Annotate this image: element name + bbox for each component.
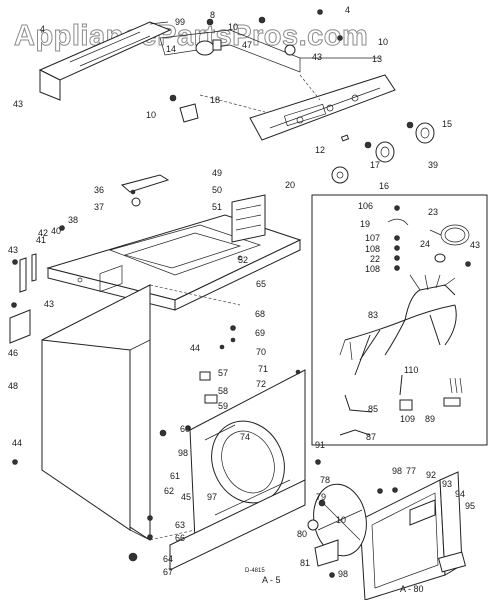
label-47: 47 <box>242 40 252 50</box>
label-57: 57 <box>218 368 228 378</box>
label-38: 38 <box>68 215 78 225</box>
wiring-inset <box>311 194 488 446</box>
label-12: 12 <box>315 145 325 155</box>
label-85: 85 <box>368 404 378 414</box>
label-91: 91 <box>315 440 325 450</box>
label-13: 13 <box>372 54 382 64</box>
label-60: 60 <box>180 424 190 434</box>
label-51: 51 <box>212 202 222 212</box>
watermark-text: AppliancePartsPros.com <box>14 20 368 52</box>
label-43a: 43 <box>13 99 23 109</box>
label-4b: 4 <box>40 24 45 34</box>
console-assembly <box>38 9 435 184</box>
drawing-code: D-4815 <box>245 568 265 574</box>
label-14: 14 <box>166 44 176 54</box>
lid-parts <box>120 174 266 243</box>
label-110: 110 <box>404 365 418 375</box>
label-43c: 43 <box>8 245 18 255</box>
label-94: 94 <box>455 489 465 499</box>
label-77: 77 <box>406 466 416 476</box>
part-labels: 4 4 99 8 10 47 14 43 43 10 13 10 18 15 1… <box>8 5 480 594</box>
label-92: 92 <box>426 470 436 480</box>
label-39: 39 <box>428 160 438 170</box>
label-83: 83 <box>368 310 378 320</box>
label-98a: 98 <box>178 448 188 458</box>
label-108a: 108 <box>365 244 380 254</box>
label-43e: 43 <box>470 240 480 250</box>
label-36: 36 <box>94 185 104 195</box>
label-10c: 10 <box>146 110 156 120</box>
label-66: 66 <box>175 533 185 543</box>
label-18: 18 <box>210 95 220 105</box>
label-80: 80 <box>297 529 307 539</box>
label-106: 106 <box>358 201 373 211</box>
inset-ref: A - 80 <box>400 584 424 594</box>
label-71: 71 <box>258 364 268 374</box>
label-70: 70 <box>256 347 266 357</box>
label-87: 87 <box>366 432 376 442</box>
label-46: 46 <box>8 348 18 358</box>
label-89: 89 <box>425 414 435 424</box>
label-79: 79 <box>316 492 326 502</box>
label-72: 72 <box>256 379 266 389</box>
label-24: 24 <box>420 239 430 249</box>
sheet-ref: A - 5 <box>262 575 281 585</box>
label-10-door: 10 <box>336 515 346 525</box>
label-23: 23 <box>428 207 438 217</box>
label-8: 8 <box>210 10 215 20</box>
label-4: 4 <box>345 5 350 15</box>
label-42: 42 <box>38 228 48 238</box>
cabinet <box>9 225 321 571</box>
label-59: 59 <box>218 401 228 411</box>
label-99: 99 <box>175 17 185 27</box>
label-43b: 43 <box>312 52 322 62</box>
label-64: 64 <box>163 554 173 564</box>
label-10a: 10 <box>228 22 238 32</box>
label-49: 49 <box>212 168 222 178</box>
label-93: 93 <box>442 479 452 489</box>
label-37: 37 <box>94 202 104 212</box>
label-63: 63 <box>175 520 185 530</box>
label-15: 15 <box>442 119 452 129</box>
label-68: 68 <box>255 309 265 319</box>
label-50: 50 <box>212 185 222 195</box>
label-58: 58 <box>218 386 228 396</box>
label-97: 97 <box>207 492 217 502</box>
label-109: 109 <box>400 414 415 424</box>
label-19: 19 <box>360 219 370 229</box>
label-78: 78 <box>320 475 330 485</box>
label-62: 62 <box>164 486 174 496</box>
label-40: 40 <box>51 226 61 236</box>
label-45: 45 <box>181 492 191 502</box>
label-44a: 44 <box>190 343 200 353</box>
label-48: 48 <box>8 381 18 391</box>
label-43d: 43 <box>44 299 54 309</box>
label-108b: 108 <box>365 264 380 274</box>
label-95: 95 <box>465 501 475 511</box>
label-44b: 44 <box>12 438 22 448</box>
label-20: 20 <box>285 180 295 190</box>
label-16: 16 <box>379 181 389 191</box>
label-69: 69 <box>255 328 265 338</box>
label-52: 52 <box>238 255 248 265</box>
label-17: 17 <box>370 160 380 170</box>
label-98c: 98 <box>338 569 348 579</box>
label-61: 61 <box>170 471 180 481</box>
label-22: 22 <box>370 254 380 264</box>
label-41: 41 <box>36 235 46 245</box>
label-74: 74 <box>240 432 250 442</box>
label-107: 107 <box>365 233 380 243</box>
label-81: 81 <box>300 558 310 568</box>
label-98b: 98 <box>392 466 402 476</box>
label-10b: 10 <box>378 37 388 47</box>
door-assembly <box>307 471 467 600</box>
label-67: 67 <box>163 567 173 577</box>
label-65: 65 <box>256 279 266 289</box>
